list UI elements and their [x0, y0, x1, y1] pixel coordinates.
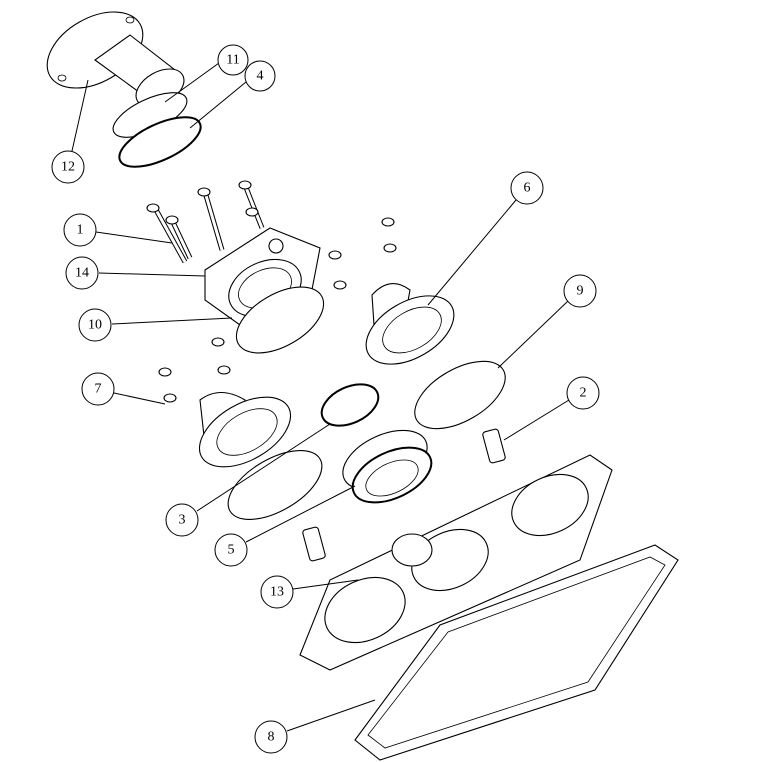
callout-4: 4	[244, 60, 276, 92]
part-cover-7	[198, 391, 292, 468]
callout-2: 2	[566, 376, 600, 410]
callout-12: 12	[51, 150, 85, 184]
callout-14: 14	[65, 256, 99, 290]
callout-label: 3	[179, 513, 186, 528]
callout-8: 8	[254, 720, 288, 754]
callout-9: 9	[563, 274, 597, 308]
part-gasket-8	[354, 544, 679, 761]
callout-5: 5	[214, 533, 248, 567]
part-gasket-10	[235, 286, 325, 354]
callout-11: 11	[217, 44, 249, 76]
part-end-plate-13	[299, 454, 613, 671]
callout-label: 7	[95, 382, 102, 397]
part-pin-2	[482, 428, 506, 464]
callout-label: 5	[228, 543, 235, 558]
callout-label: 11	[226, 53, 239, 68]
part-flange-housing	[46, 11, 185, 108]
callout-label: 6	[524, 181, 531, 196]
callout-3: 3	[165, 503, 199, 537]
part-pin	[302, 526, 326, 562]
callout-label: 13	[270, 585, 284, 600]
callout-10: 10	[78, 308, 112, 342]
callout-1: 1	[63, 213, 97, 247]
part-gasket-9	[414, 360, 506, 430]
part-nut-3	[320, 383, 380, 427]
leader-lines	[71, 62, 570, 732]
part-bearing-5	[342, 429, 433, 504]
part-gasket-lower	[227, 450, 323, 520]
part-ring-4	[118, 116, 202, 168]
callout-6: 6	[510, 171, 544, 205]
callout-label: 8	[268, 730, 275, 745]
callout-label: 12	[61, 160, 75, 175]
callout-7: 7	[81, 372, 115, 406]
part-bolts	[146, 180, 397, 403]
callout-13: 13	[260, 575, 294, 609]
callout-label: 10	[88, 318, 102, 333]
callout-label: 14	[75, 266, 89, 281]
callout-label: 1	[77, 223, 84, 238]
callout-label: 4	[257, 69, 264, 84]
callout-label: 9	[577, 284, 584, 299]
gasket-8-inner	[367, 556, 666, 749]
callout-label: 2	[580, 386, 587, 401]
part-cover-6	[365, 283, 455, 365]
